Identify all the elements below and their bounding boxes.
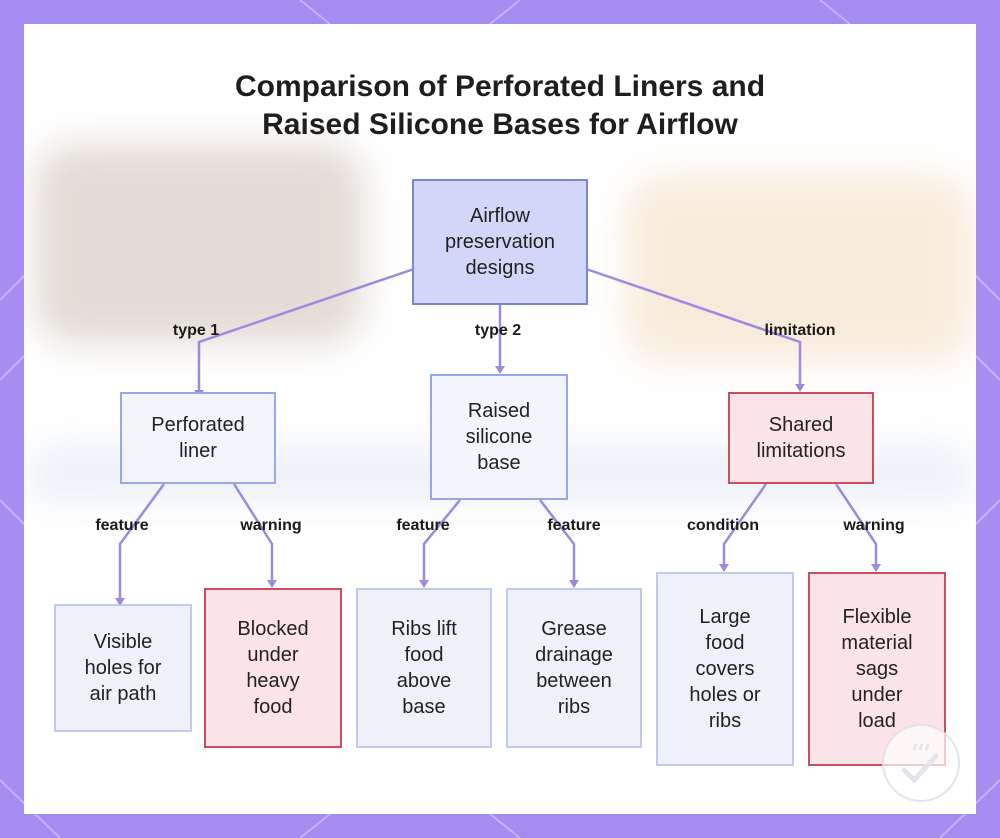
- node-raised-silicone-base-label: Raised silicone base: [465, 400, 533, 474]
- watermark-badge: [882, 724, 960, 802]
- node-flexible-material-sags: Flexible material sags under load: [808, 572, 946, 766]
- node-visible-holes: Visible holes for air path: [54, 604, 192, 732]
- edge-type1: [197, 267, 415, 396]
- edge-feature-a: [118, 483, 166, 604]
- node-flexible-material-sags-label: Flexible material sags under load: [841, 606, 913, 732]
- edge-label-feature-c: feature: [547, 517, 601, 534]
- edge-feature-c: [539, 499, 576, 586]
- node-perforated-liner: Perforated liner: [120, 392, 276, 484]
- diagram-title: Comparison of Perforated Liners and Rais…: [24, 68, 976, 144]
- edge-label-type1: type 1: [172, 322, 220, 339]
- node-large-food-covers: Large food covers holes or ribs: [656, 572, 794, 766]
- edge-label-feature-a: feature: [95, 517, 149, 534]
- arrow-feature-a: [115, 598, 125, 606]
- arrow-limitation: [795, 384, 805, 392]
- edge-warning-b: [834, 483, 878, 570]
- edge-warning-a: [232, 483, 274, 586]
- arrow-warning-b: [871, 564, 881, 572]
- node-root-label: Airflow preservation designs: [444, 205, 556, 279]
- node-blocked-heavy-food-label: Blocked under heavy food: [237, 618, 309, 718]
- node-ribs-lift-food-label: Ribs lift food above base: [391, 618, 457, 718]
- background-image-left: [34, 144, 364, 344]
- edge-label-type2: type 2: [474, 322, 522, 339]
- edge-condition: [722, 483, 768, 570]
- edge-label-warning-b: warning: [843, 517, 905, 534]
- node-shared-limitations: Shared limitations: [728, 392, 874, 484]
- node-perforated-liner-label: Perforated liner: [151, 414, 245, 462]
- edge-label-condition: condition: [687, 517, 759, 534]
- node-shared-limitations-label: Shared limitations: [756, 414, 846, 462]
- watermark-icon: [901, 743, 939, 784]
- node-grease-drainage: Grease drainage between ribs: [506, 588, 642, 748]
- arrow-feature-c: [569, 580, 579, 588]
- diagram-card: Comparison of Perforated Liners and Rais…: [24, 24, 976, 814]
- background-image-right: [624, 174, 974, 364]
- edge-label-feature-b: feature: [396, 517, 450, 534]
- edge-label-warning-a: warning: [240, 517, 302, 534]
- edge-label-limitation: limitation: [764, 322, 836, 339]
- node-root: Airflow preservation designs: [412, 179, 588, 305]
- title-line-2: Raised Silicone Bases for Airflow: [262, 108, 738, 141]
- node-blocked-heavy-food: Blocked under heavy food: [204, 588, 342, 748]
- node-visible-holes-label: Visible holes for air path: [84, 631, 162, 705]
- edge-feature-b: [422, 499, 461, 586]
- node-grease-drainage-label: Grease drainage between ribs: [535, 618, 613, 718]
- node-large-food-covers-label: Large food covers holes or ribs: [689, 606, 761, 732]
- edge-limitation: [585, 267, 802, 390]
- arrow-feature-b: [419, 580, 429, 588]
- arrow-condition: [719, 564, 729, 572]
- title-line-1: Comparison of Perforated Liners and: [234, 70, 766, 103]
- node-raised-silicone-base: Raised silicone base: [430, 374, 568, 500]
- arrow-type2: [495, 366, 505, 374]
- node-ribs-lift-food: Ribs lift food above base: [356, 588, 492, 748]
- arrow-warning-a: [267, 580, 277, 588]
